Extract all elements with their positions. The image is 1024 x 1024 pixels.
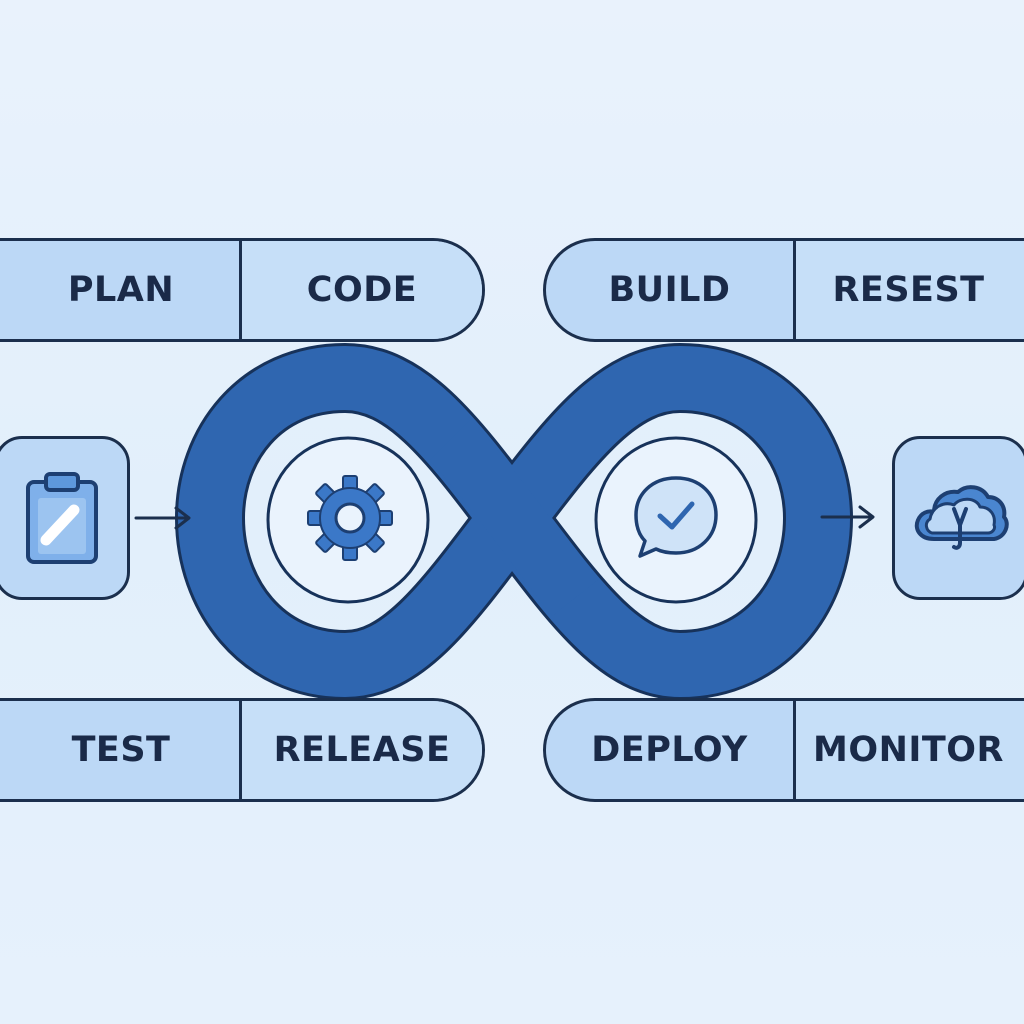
arrow-left-icon	[134, 506, 191, 530]
stage-pill-top-left: PLAN CODE	[0, 238, 485, 342]
chat-check-icon	[634, 476, 718, 558]
stage-deploy: DEPLOY	[591, 730, 748, 770]
stage-code: CODE	[239, 241, 482, 339]
stage-pill-bottom-left: TEST RELEASE	[0, 698, 485, 802]
clipboard-icon	[26, 472, 98, 564]
stage-resest: RESEST	[793, 241, 1024, 339]
gear-icon	[307, 475, 393, 561]
stage-release: RELEASE	[239, 701, 482, 799]
infinity-loop	[175, 343, 853, 700]
stage-pill-bottom-right: DEPLOY MONITOR	[543, 698, 1024, 802]
cloud-box	[892, 436, 1024, 600]
clipboard-box	[0, 436, 130, 600]
stage-pill-top-right: BUILD RESEST	[543, 238, 1024, 342]
stage-plan: PLAN	[67, 270, 175, 310]
stage-build: BUILD	[608, 270, 731, 310]
stage-monitor: MONITOR	[793, 701, 1024, 799]
stage-test: TEST	[71, 730, 171, 770]
arrow-right-icon	[820, 505, 875, 529]
cloud-icon	[914, 485, 1009, 550]
